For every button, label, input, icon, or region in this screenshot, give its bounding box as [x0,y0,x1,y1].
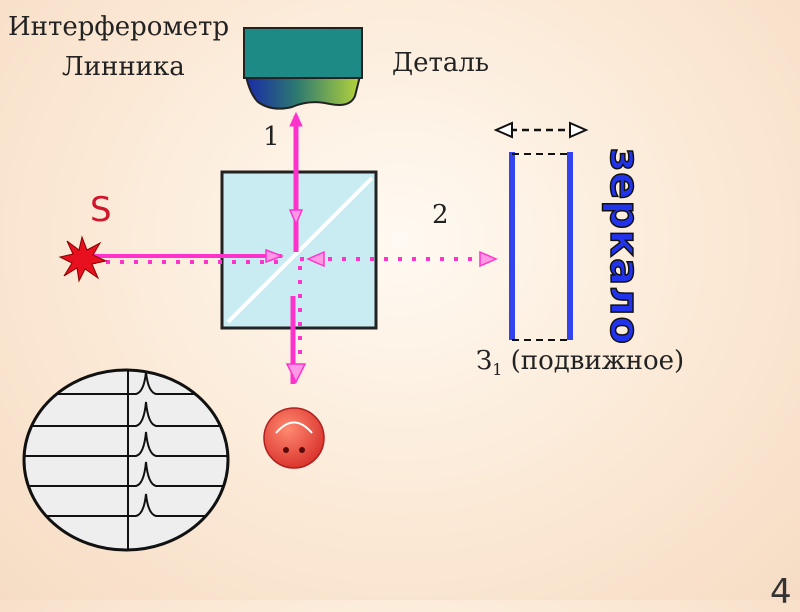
beam-splitter-cube [220,170,378,330]
output-beam [285,266,307,384]
mirror-note: (подвижное) [502,346,685,376]
slide-number: 4 [770,572,792,612]
movable-mirror [509,152,573,341]
source-label: S [90,190,112,230]
mirror-label: З1 (подвижное) [476,346,684,379]
sample-detail-icon [243,27,363,110]
beam-1-label: 1 [263,122,280,152]
beam-2-label: 2 [432,200,449,230]
title-line-2: Линника [62,52,185,82]
eye-icon [263,407,325,469]
mirror-word-label: зеркало [600,147,648,345]
beam-1 [288,111,304,252]
detail-label: Деталь [392,48,490,78]
beam-2 [300,250,498,268]
mirror-index: 1 [492,360,503,380]
incoming-beam [92,248,285,264]
light-source-star-icon [58,235,108,283]
title-line-1: Интерферометр [8,12,230,42]
mirror-move-arrow-icon [493,121,589,139]
mirror-name: З [476,346,493,376]
interference-pattern-view [22,368,230,552]
